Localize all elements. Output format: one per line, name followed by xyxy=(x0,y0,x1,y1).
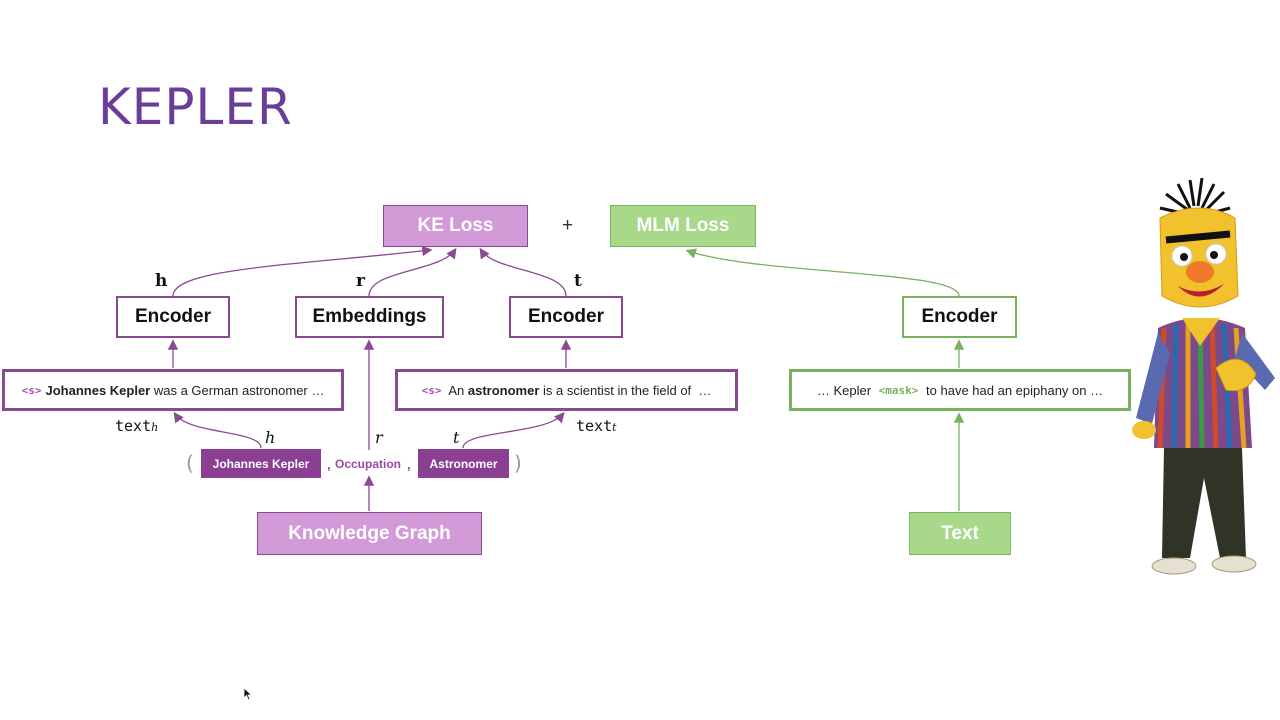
head-description-rest: was a German astronomer … xyxy=(150,382,325,398)
relation-symbol: r xyxy=(375,428,383,447)
head-description-box: <s> Johannes Kepler was a German astrono… xyxy=(2,369,344,411)
arrow-tail-to-ke xyxy=(479,247,567,297)
triple-open-paren: ( xyxy=(186,451,194,475)
head-description-entity: Johannes Kepler xyxy=(45,382,151,398)
arrow-head-to-ke xyxy=(172,245,433,297)
arrow-head-to-desc xyxy=(173,411,262,449)
tail-description-rest: is a scientist in the field of … xyxy=(539,382,712,398)
head-vector-label: h xyxy=(155,271,168,291)
relation-vector-label: r xyxy=(356,271,365,291)
triple-head-entity: Johannes Kepler xyxy=(201,449,321,478)
bert-muppet-image xyxy=(1132,178,1275,575)
triple-relation: Occupation xyxy=(335,457,402,471)
tail-encoder-box: Encoder xyxy=(509,296,623,338)
mlm-loss-box: MLM Loss xyxy=(610,205,756,247)
mlm-encoder-box: Encoder xyxy=(902,296,1017,338)
triple-tail-entity: Astronomer xyxy=(418,449,509,478)
text-tail-label: textt xyxy=(576,417,617,435)
plus-sign: + xyxy=(562,215,574,236)
mlm-text-pre: … Kepler xyxy=(816,382,875,398)
text-head-label: texth xyxy=(115,417,159,435)
arrow-tail-to-desc xyxy=(462,412,565,449)
slide-title: KEPLER xyxy=(98,78,293,136)
tail-description-pre: An xyxy=(445,382,468,398)
ke-loss-box: KE Loss xyxy=(383,205,528,247)
mask-token: <mask> xyxy=(878,383,919,397)
arrow-mlm-enc-to-loss xyxy=(685,248,960,297)
mlm-text-rest: to have had an epiphany on … xyxy=(922,382,1104,398)
text-source-box: Text xyxy=(909,512,1011,555)
tail-vector-label: t xyxy=(574,271,582,291)
triple-comma: , xyxy=(327,457,331,472)
mlm-text-box: … Kepler <mask> to have had an epiphany … xyxy=(789,369,1131,411)
arrow-rel-to-ke xyxy=(368,247,457,297)
start-token: <s> xyxy=(421,383,442,397)
relation-embeddings-box: Embeddings xyxy=(295,296,444,338)
head-encoder-box: Encoder xyxy=(116,296,230,338)
start-token: <s> xyxy=(21,383,42,397)
triple-close-paren: ) xyxy=(514,451,522,475)
tail-description-box: <s> An astronomer is a scientist in the … xyxy=(395,369,738,411)
tail-symbol: t xyxy=(453,428,460,447)
knowledge-graph-box: Knowledge Graph xyxy=(257,512,482,555)
head-symbol: h xyxy=(265,428,276,447)
mouse-pointer-icon xyxy=(243,687,253,701)
triple-comma: , xyxy=(407,457,411,472)
tail-description-entity: astronomer xyxy=(467,382,540,398)
